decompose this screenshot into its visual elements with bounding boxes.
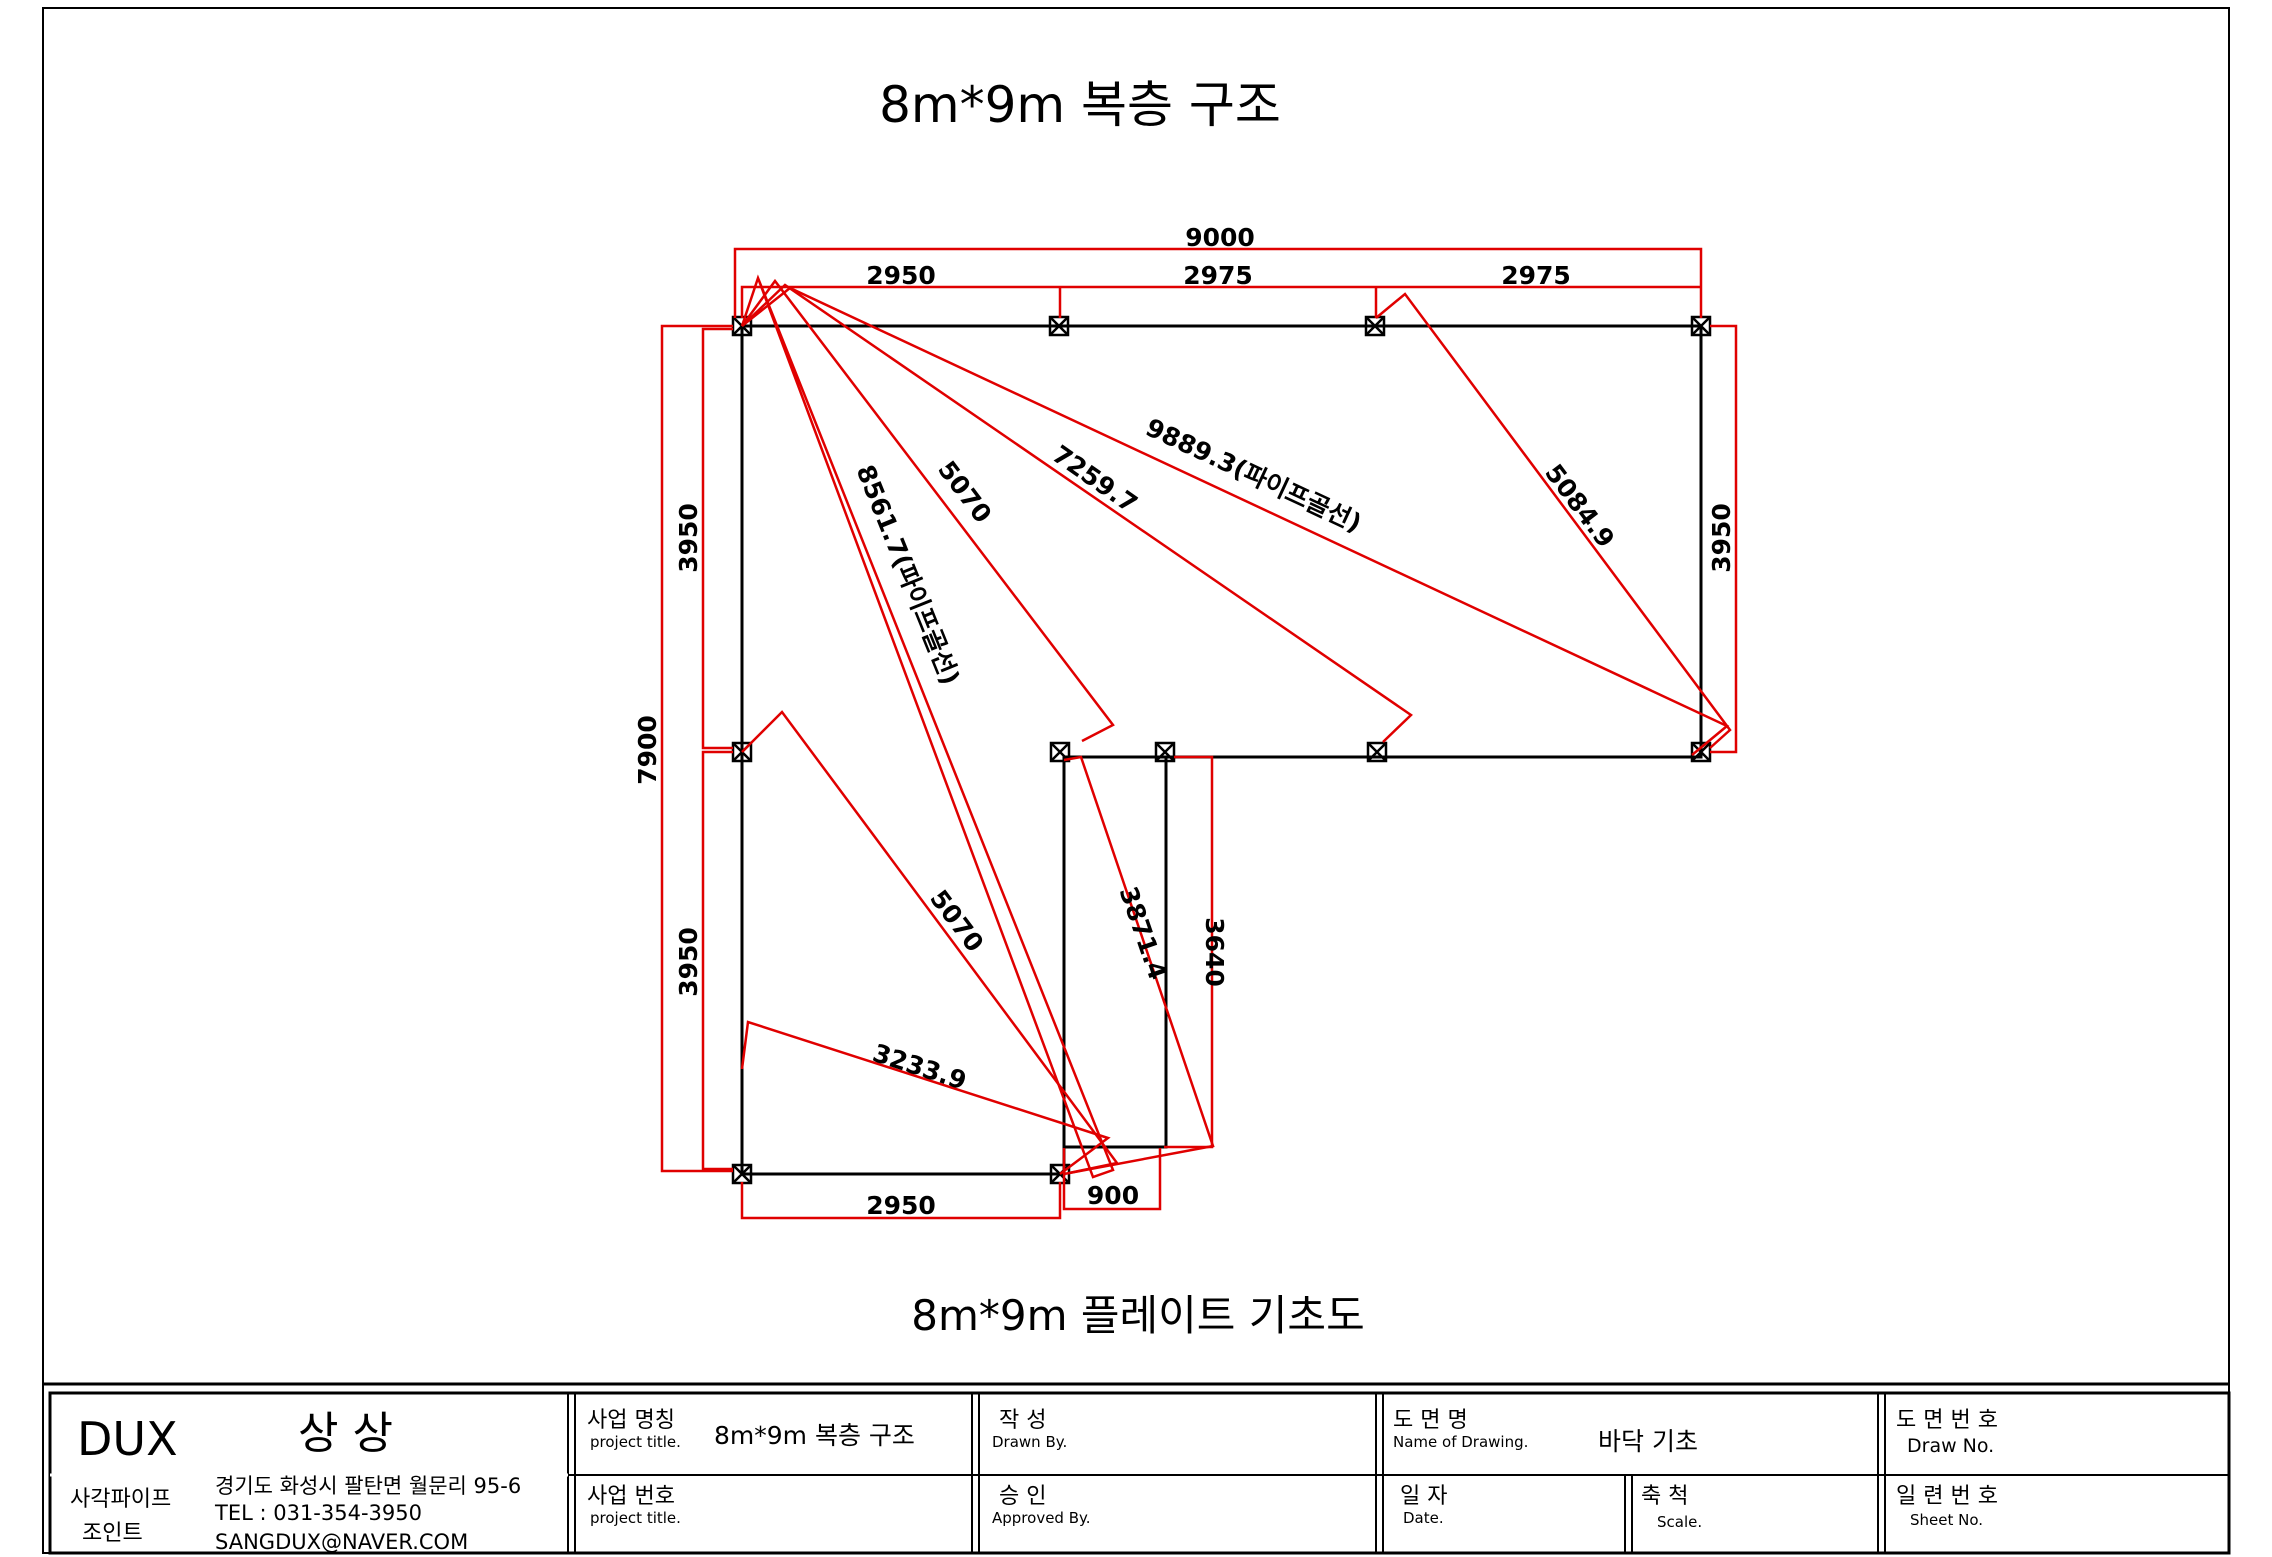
dim-diagonal-d5: 5084.9 — [1539, 459, 1620, 554]
dim-diagonal-d7: 3871.4 — [1114, 883, 1173, 984]
sheet-no-label: 일 련 번 호 — [1896, 1484, 1998, 1509]
draw-no-label: 도 면 번 호 — [1896, 1408, 1998, 1433]
dim-diagonal-d2: 5070 — [932, 455, 997, 528]
draw-no-sub: Draw No. — [1907, 1435, 1994, 1457]
project-no-sub: project title. — [590, 1509, 681, 1527]
title-block — [43, 1382, 2231, 1555]
drawing-name-label: 도 면 명 — [1393, 1408, 1468, 1433]
company-line1: 사각파이프 — [70, 1487, 171, 1512]
project-name-sub: project title. — [590, 1433, 681, 1451]
dim-diagonal-d4: 9889.3(파이프골선) — [1141, 413, 1366, 538]
column-plate-icon — [1366, 741, 1388, 763]
dim-bottom-small: 900 — [1087, 1181, 1139, 1210]
drawing-name-value: 바닥 기초 — [1598, 1427, 1698, 1456]
dim-diagonal-d8: 3233.9 — [869, 1038, 970, 1095]
sheet-no-sub: Sheet No. — [1910, 1511, 1983, 1529]
company-line2: 조인트 — [82, 1521, 143, 1546]
dim-diagonal-d3: 7259.7 — [1047, 439, 1143, 518]
company-tel: TEL : 031-354-3950 — [214, 1501, 422, 1525]
approved-sub: Approved By. — [992, 1509, 1091, 1527]
approved-label: 승 인 — [999, 1484, 1046, 1509]
column-plate-icon — [1154, 741, 1176, 763]
company-email: SANGDUX@NAVER.COM — [215, 1530, 468, 1554]
dim-left-lower: 3950 — [674, 927, 703, 997]
column-plate-icon — [1049, 741, 1071, 763]
dim-overall-width: 9000 — [1185, 223, 1255, 252]
dim-top-seg-3: 2975 — [1501, 261, 1571, 290]
dim-ext-height: 3640 — [1200, 917, 1229, 987]
project-name-label: 사업 명칭 — [587, 1408, 675, 1433]
company-name: 상 상 — [298, 1408, 393, 1459]
date-label: 일 자 — [1400, 1484, 1447, 1509]
drawn-label: 작 성 — [999, 1408, 1046, 1433]
top-title: 8m*9m 복층 구조 — [879, 76, 1281, 134]
drawing-name-sub: Name of Drawing. — [1393, 1433, 1528, 1451]
date-sub: Date. — [1403, 1509, 1444, 1527]
project-name-value: 8m*9m 복층 구조 — [714, 1421, 915, 1450]
company-address: 경기도 화성시 팔탄면 월문리 95-6 — [215, 1474, 521, 1498]
scale-label: 축 척 — [1641, 1484, 1688, 1509]
company-logo: DUX — [77, 1412, 178, 1466]
project-no-label: 사업 번호 — [587, 1484, 675, 1509]
bottom-title: 8m*9m 플레이트 기초도 — [911, 1291, 1364, 1340]
scale-sub: Scale. — [1657, 1513, 1702, 1531]
dim-right-upper: 3950 — [1707, 503, 1736, 573]
dim-left-upper: 3950 — [674, 503, 703, 573]
drawn-sub: Drawn By. — [992, 1433, 1067, 1451]
dim-top-seg-1: 2950 — [866, 261, 936, 290]
dimension-lines — [660, 247, 1738, 1220]
dim-left-total: 7900 — [633, 715, 662, 785]
dim-top-seg-2: 2975 — [1183, 261, 1253, 290]
dim-bottom-left: 2950 — [866, 1191, 936, 1220]
